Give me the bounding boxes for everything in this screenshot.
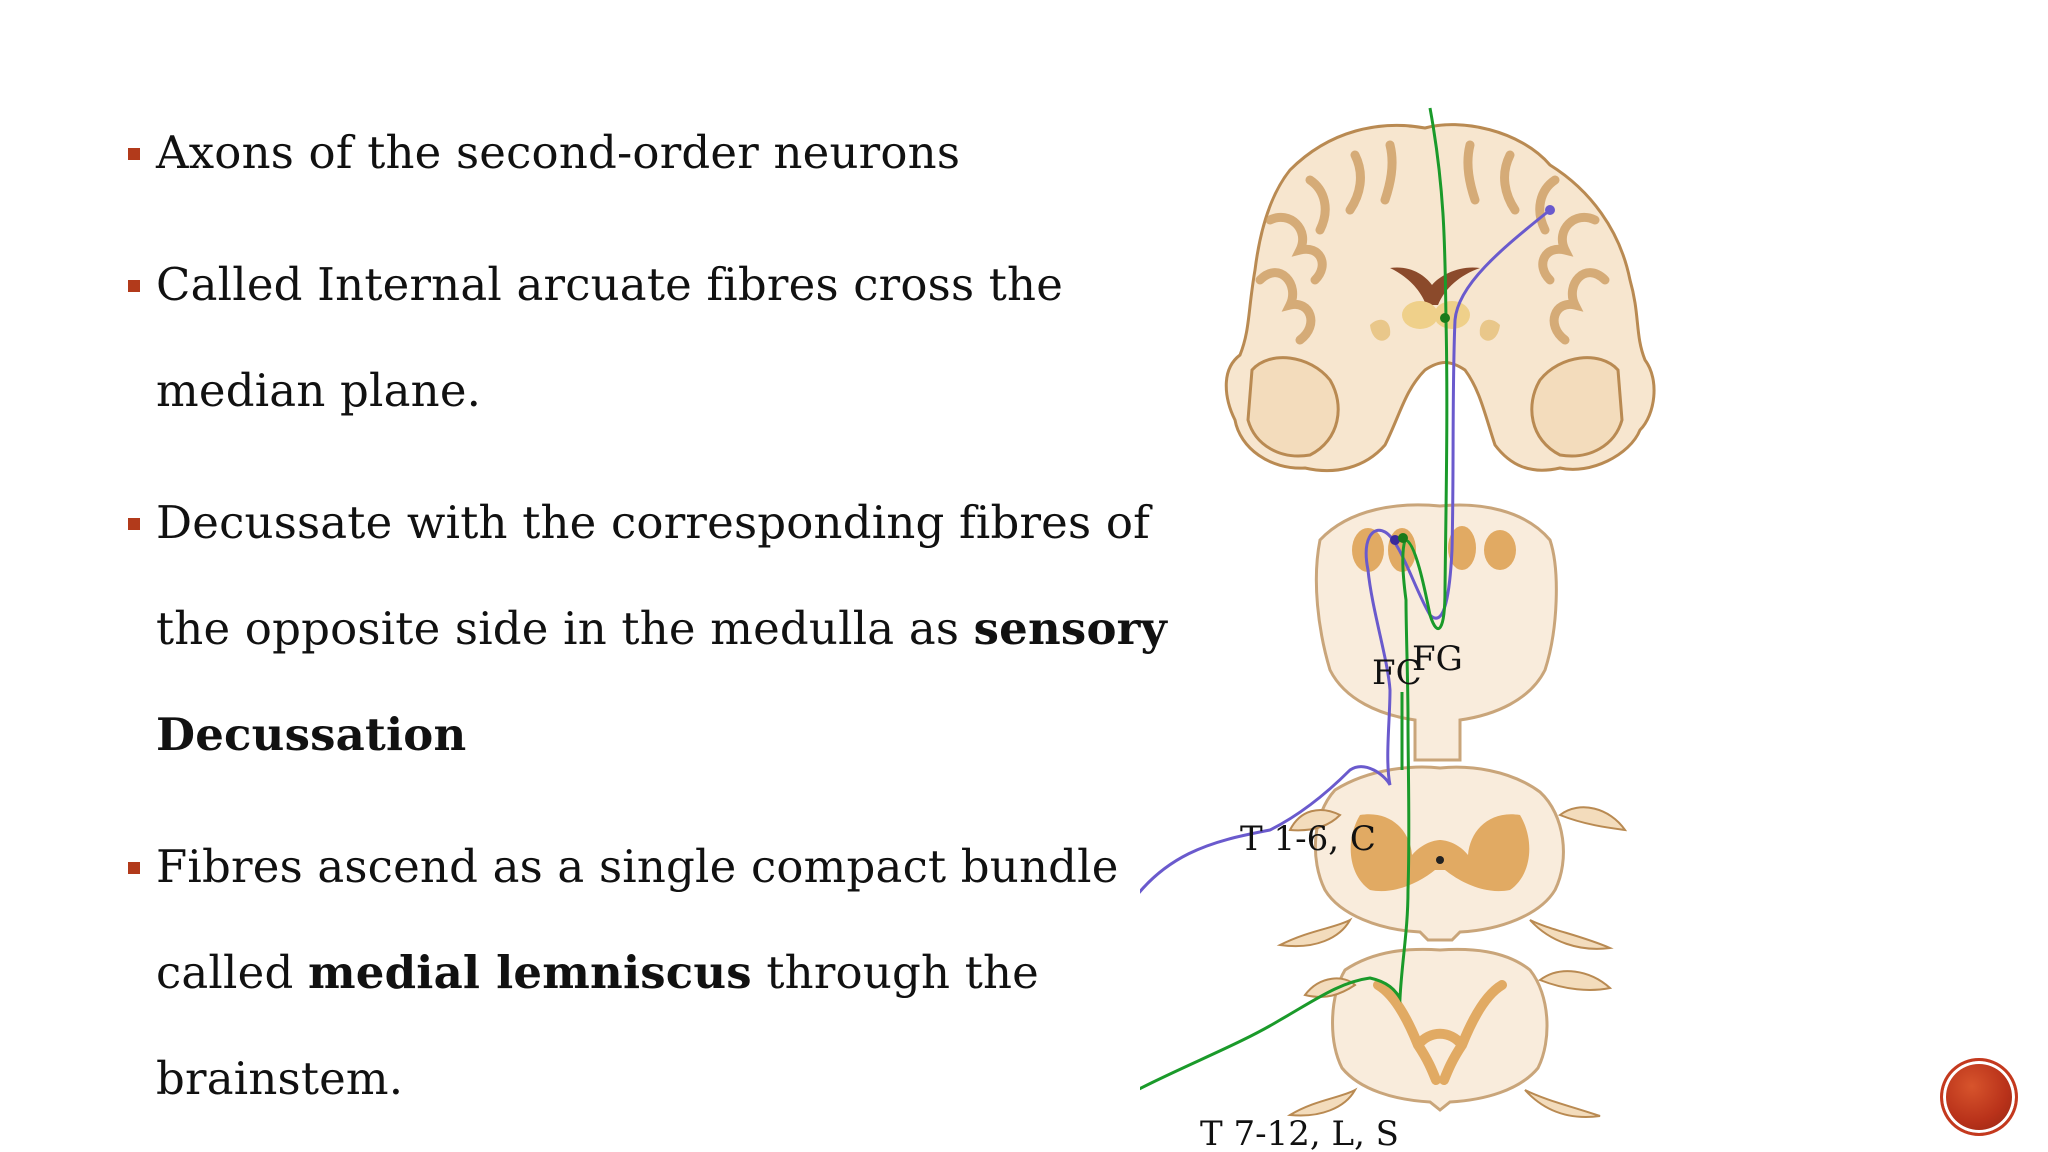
bullet-text: Decussate with the corresponding fibres …: [156, 496, 1150, 549]
bullet-list: Axons of the second-order neurons Called…: [126, 100, 1226, 1132]
medulla-nucleus-dot: [1390, 535, 1400, 545]
label-upper-root: T 1-6, C: [1240, 819, 1376, 859]
bullet-text: Fibres ascend as a single compact bundle: [156, 840, 1119, 893]
bullet-item: Fibres ascend as a single compact bundle…: [126, 814, 1226, 1132]
fasciculus-gracilis-pathway: [1140, 107, 1449, 1091]
bullet-text: brainstem.: [156, 1052, 404, 1105]
bullet-text: called: [156, 946, 308, 999]
bullet-text: Axons of the second-order neurons: [156, 126, 961, 179]
bullet-marker: [128, 518, 140, 530]
label-lower-root: T 7-12, L, S: [1200, 1114, 1399, 1150]
bullet-item: Called Internal arcuate fibres cross the…: [126, 232, 1226, 444]
bullet-text: median plane.: [156, 364, 482, 417]
bold-term: medial lemniscus: [307, 946, 752, 999]
label-fg: FG: [1412, 639, 1463, 679]
label-fc: FC: [1372, 653, 1422, 693]
bold-term: sensory: [973, 602, 1167, 655]
bullet-item: Axons of the second-order neurons: [126, 100, 1226, 206]
cortex-terminal-dot: [1545, 205, 1555, 215]
bullet-text: through the: [751, 946, 1039, 999]
dorsal-column-pathway-diagram: FC FG T 1-6, C T 7-12, L, S: [1140, 107, 1656, 1150]
bullet-marker: [128, 862, 140, 874]
medulla-section: [1314, 503, 1558, 762]
spinal-cord-upper: [1276, 765, 1628, 950]
fasciculus-cuneatus-pathway: [1140, 208, 1551, 894]
bullet-text: Called Internal arcuate fibres cross the: [156, 258, 1064, 311]
slide-number-badge: [1940, 1058, 2018, 1136]
spinal-cord-lower: [1286, 947, 1613, 1118]
bullet-text: the opposite side in the medulla as: [156, 602, 974, 655]
bullet-item: Decussate with the corresponding fibres …: [126, 470, 1226, 788]
bullet-marker: [128, 280, 140, 292]
thalamus-nucleus-dot: [1440, 313, 1450, 323]
bold-term: Decussation: [156, 708, 467, 761]
bullet-marker: [128, 148, 140, 160]
medulla-nucleus-dot: [1398, 533, 1408, 543]
